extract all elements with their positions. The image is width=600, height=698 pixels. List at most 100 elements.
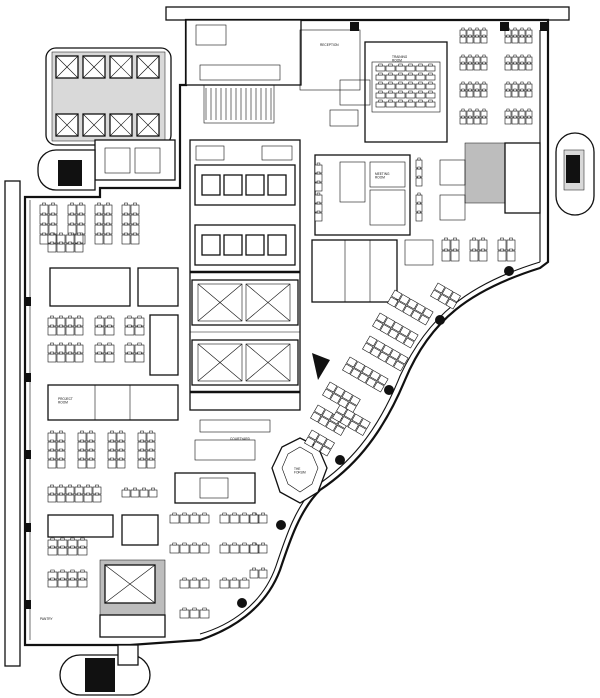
chair	[461, 34, 465, 38]
desk	[322, 388, 334, 400]
chair	[42, 222, 46, 226]
chair	[70, 537, 75, 541]
chair	[192, 512, 197, 516]
desk	[405, 101, 416, 108]
desk	[94, 214, 104, 225]
chair	[59, 448, 63, 452]
desk	[518, 63, 526, 71]
chair	[378, 99, 383, 103]
chair	[77, 351, 81, 355]
chair	[418, 72, 423, 76]
chair	[316, 180, 321, 184]
chair	[506, 61, 510, 65]
desk	[189, 514, 200, 524]
desk	[179, 609, 190, 619]
desk	[415, 177, 423, 187]
chair	[70, 545, 75, 549]
chair	[500, 237, 504, 241]
chair	[50, 569, 55, 573]
desk	[343, 409, 356, 420]
desk	[310, 411, 322, 423]
chair	[50, 342, 54, 346]
chair	[527, 54, 531, 58]
desk	[121, 204, 131, 215]
chair	[261, 512, 265, 516]
desk	[425, 101, 436, 108]
chair	[80, 439, 84, 443]
chair	[50, 484, 54, 488]
desk	[395, 92, 406, 99]
desk	[422, 307, 434, 319]
desk	[229, 579, 240, 589]
desk	[47, 494, 57, 503]
chair	[50, 537, 55, 541]
chair	[110, 430, 114, 434]
desk	[355, 425, 367, 436]
chair	[42, 202, 46, 206]
lift-cross	[55, 55, 79, 79]
chair	[509, 237, 513, 241]
chair	[50, 545, 55, 549]
chair	[68, 351, 72, 355]
chair	[137, 324, 142, 328]
desk	[381, 344, 393, 356]
desk	[124, 353, 135, 363]
core-lift	[197, 343, 243, 382]
lift-cross	[136, 113, 160, 137]
desk	[219, 544, 230, 554]
desk	[47, 243, 57, 253]
chair	[398, 63, 403, 67]
chair	[106, 202, 110, 206]
desk	[402, 305, 414, 317]
desk	[395, 333, 407, 344]
desk	[430, 289, 442, 301]
chair	[408, 99, 413, 103]
desk	[441, 250, 451, 262]
chair	[418, 99, 423, 103]
desk	[229, 514, 240, 524]
desk	[395, 101, 406, 108]
lift-cross	[55, 113, 79, 137]
chair	[127, 351, 132, 355]
desk	[179, 514, 190, 524]
chair	[513, 34, 517, 38]
chair	[59, 315, 63, 319]
desk	[504, 36, 512, 44]
chair	[242, 542, 247, 546]
chair	[68, 342, 72, 346]
desk	[504, 117, 512, 125]
chair	[475, 88, 479, 92]
chair	[51, 202, 55, 206]
desk	[107, 459, 117, 469]
chair	[513, 115, 517, 119]
angled-cluster	[372, 312, 419, 349]
desk	[375, 92, 386, 99]
desk	[372, 319, 384, 331]
core-shaft	[267, 234, 287, 256]
desk	[387, 296, 399, 308]
chair	[509, 248, 513, 252]
chair	[182, 607, 187, 611]
chair	[140, 430, 144, 434]
core-cross	[245, 343, 291, 382]
chair	[68, 241, 72, 245]
chair	[506, 88, 510, 92]
desk	[399, 326, 411, 337]
chair	[408, 72, 413, 76]
desk	[146, 459, 156, 469]
chair	[418, 63, 423, 67]
desk	[405, 74, 416, 81]
chair	[232, 577, 237, 581]
desk	[314, 182, 323, 192]
desk	[346, 356, 358, 368]
chair	[80, 537, 85, 541]
chair	[119, 430, 123, 434]
chair	[124, 487, 128, 491]
desk	[67, 204, 77, 215]
desk	[83, 494, 93, 503]
desk	[459, 36, 467, 44]
chair	[418, 81, 423, 85]
desk	[169, 514, 180, 524]
chair	[475, 34, 479, 38]
